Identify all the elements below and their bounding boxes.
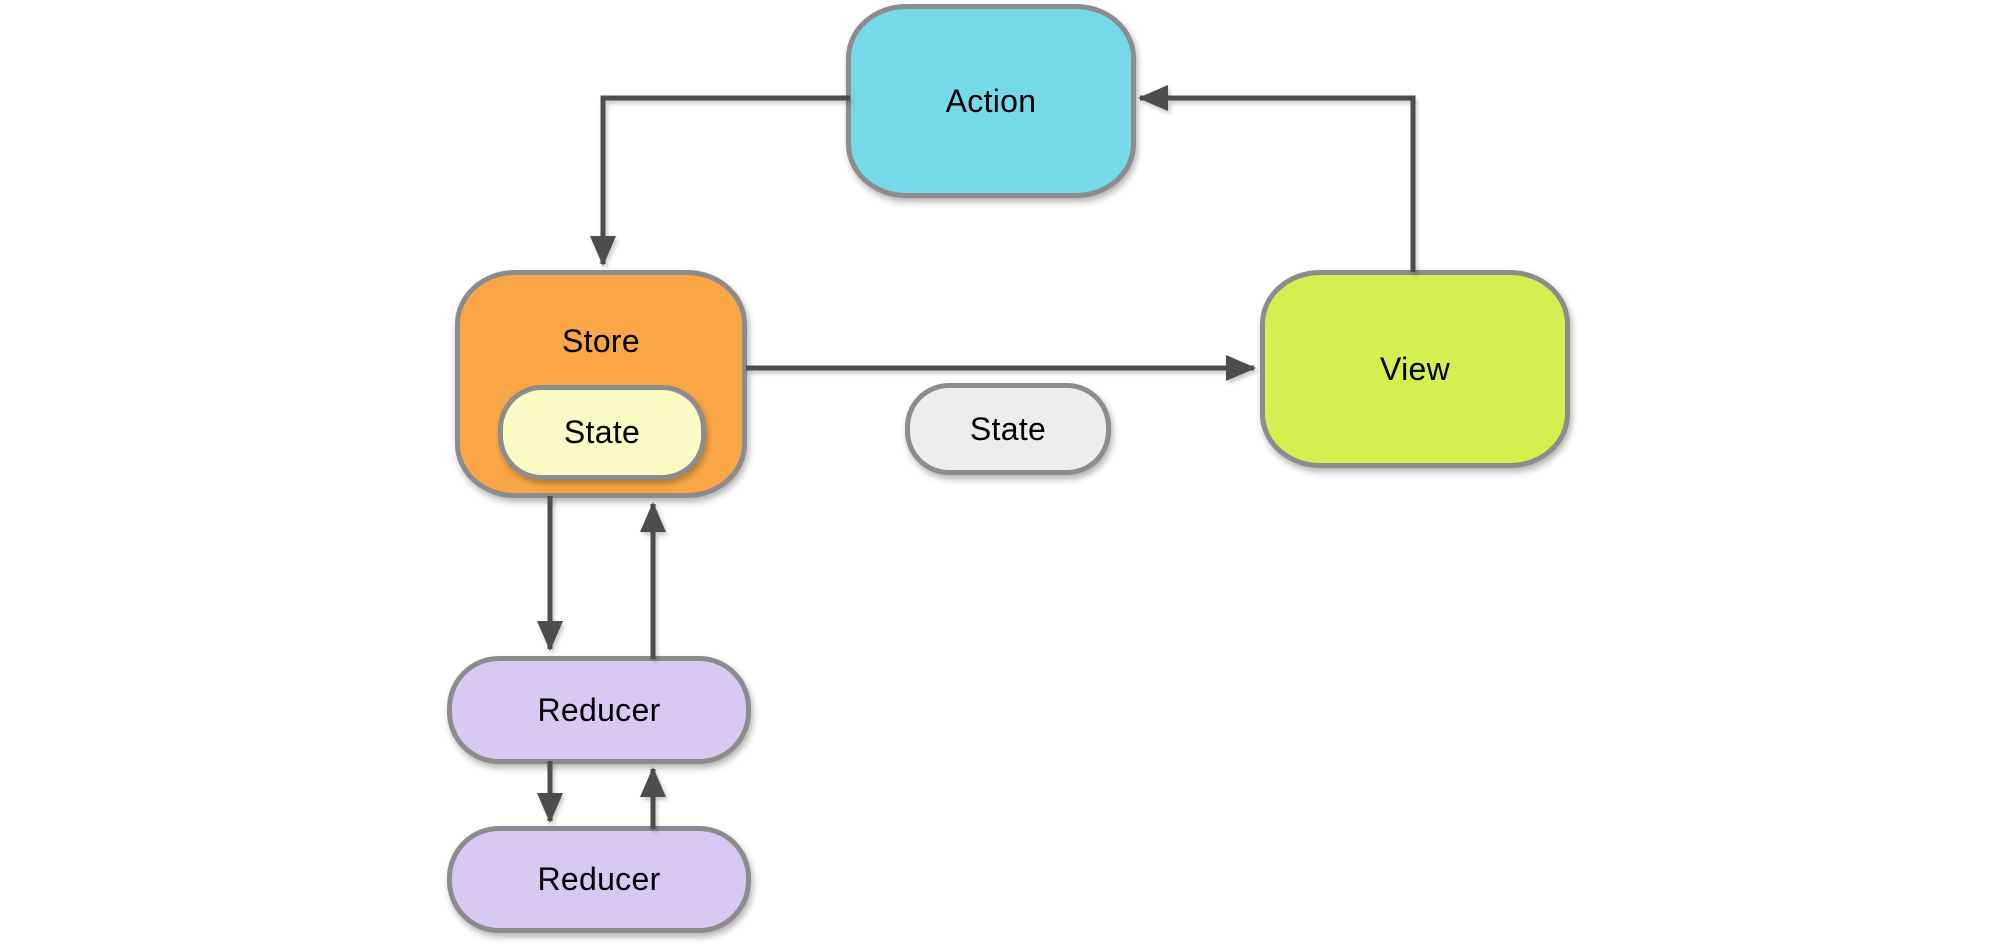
state-label: State [969,410,1047,447]
action-node: Action [846,4,1136,198]
store-state-node: State [498,385,706,480]
reducer-top-label: Reducer [537,691,661,728]
store-state-label: State [563,414,641,450]
action-label: Action [945,82,1037,119]
view-label: View [1380,350,1450,387]
reducer-bottom-label: Reducer [537,861,661,897]
store-node: Store State [455,270,747,498]
state-node: State [905,383,1111,475]
edge-view-to-action [1138,85,1416,272]
reducer-bottom-node: Reducer [447,826,751,933]
store-label: Store [562,323,640,359]
edge-action-to-store [590,95,850,266]
view-node: View [1260,270,1570,468]
reducer-top-node: Reducer [447,656,751,764]
